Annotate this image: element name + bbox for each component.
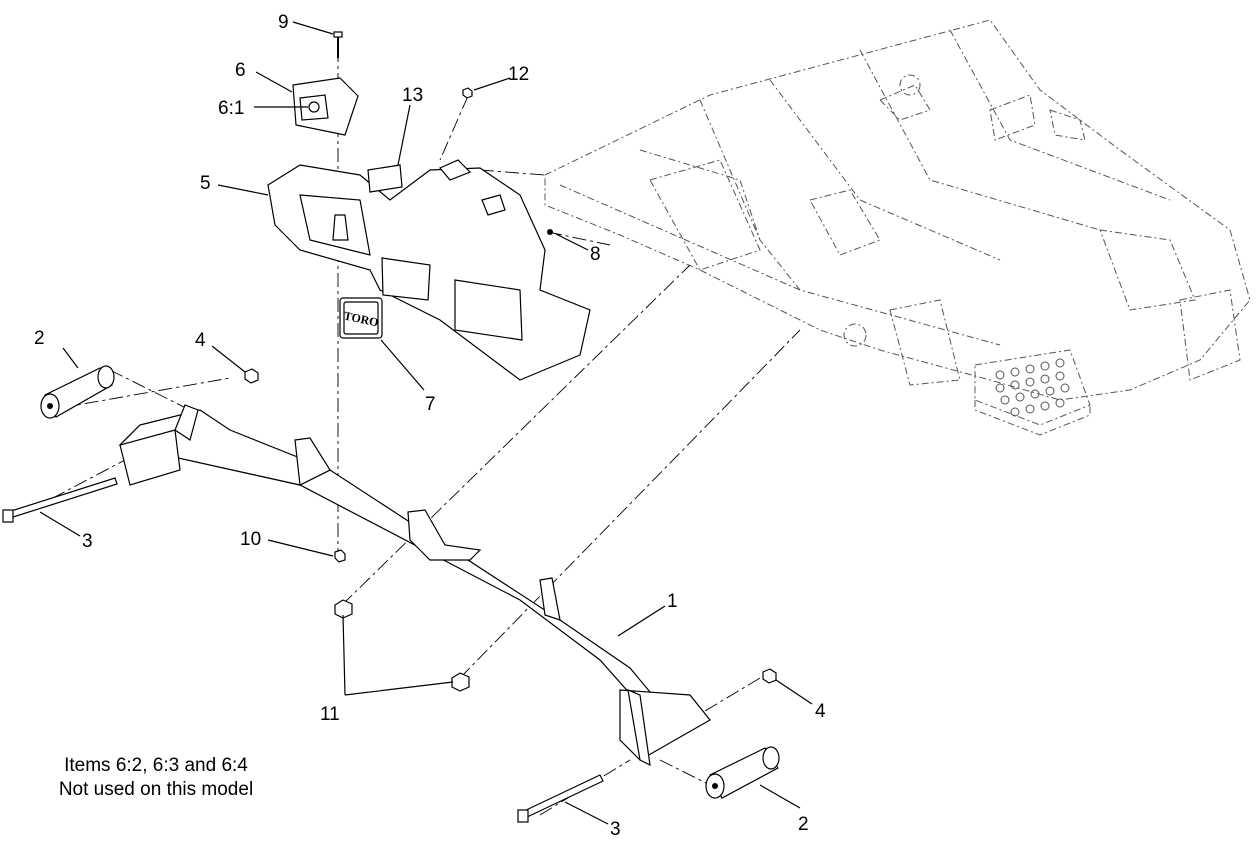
callout-13: 13 — [402, 85, 423, 106]
note-line-1: Items 6:2, 6:3 and 6:4 — [64, 755, 248, 776]
callout-8: 8 — [590, 244, 601, 265]
callout-11: 11 — [320, 704, 340, 725]
callout-6: 6 — [235, 60, 246, 81]
callout-4-right: 4 — [815, 701, 826, 722]
callout-3-left: 3 — [82, 531, 93, 552]
toro-decal: TORO — [339, 297, 383, 339]
note-block: Items 6:2, 6:3 and 6:4 Not used on this … — [30, 754, 282, 802]
chassis-frame-phantom — [544, 19, 1251, 401]
bolt-11-upper — [334, 599, 353, 619]
callout-4-left: 4 — [195, 330, 206, 351]
label-13 — [367, 164, 403, 193]
roller-left — [40, 365, 115, 419]
roller-right — [705, 746, 780, 799]
note-line-2: Not used on this model — [58, 779, 254, 800]
callout-6-1: 6:1 — [218, 98, 244, 119]
bolt-11-lower — [451, 672, 470, 692]
callout-2-right: 2 — [798, 814, 809, 835]
leader-lines — [39, 21, 813, 825]
nut-left — [244, 368, 259, 384]
callout-1: 1 — [667, 591, 678, 612]
callout-3-right: 3 — [610, 819, 621, 840]
screw-8 — [547, 229, 553, 235]
bolt-9 — [333, 31, 343, 58]
bolt-left — [2, 477, 118, 523]
nut-right — [762, 668, 777, 684]
front-bumper-frame — [118, 404, 711, 767]
callout-10: 10 — [240, 529, 261, 550]
nut-10 — [334, 549, 346, 563]
bolt-right — [517, 774, 604, 823]
callout-12: 12 — [508, 64, 529, 85]
headlight-housing — [292, 77, 359, 136]
bolt-12 — [462, 87, 473, 99]
callout-9: 9 — [278, 12, 289, 33]
callout-7: 7 — [425, 394, 436, 415]
callout-5: 5 — [200, 173, 211, 194]
hood-panel — [267, 159, 591, 381]
callout-2-left: 2 — [34, 328, 45, 349]
callouts: 1 2 2 3 3 4 4 5 6 6:1 7 8 9 10 11 12 13 — [34, 12, 826, 840]
foot-step-phantom — [974, 349, 1091, 436]
